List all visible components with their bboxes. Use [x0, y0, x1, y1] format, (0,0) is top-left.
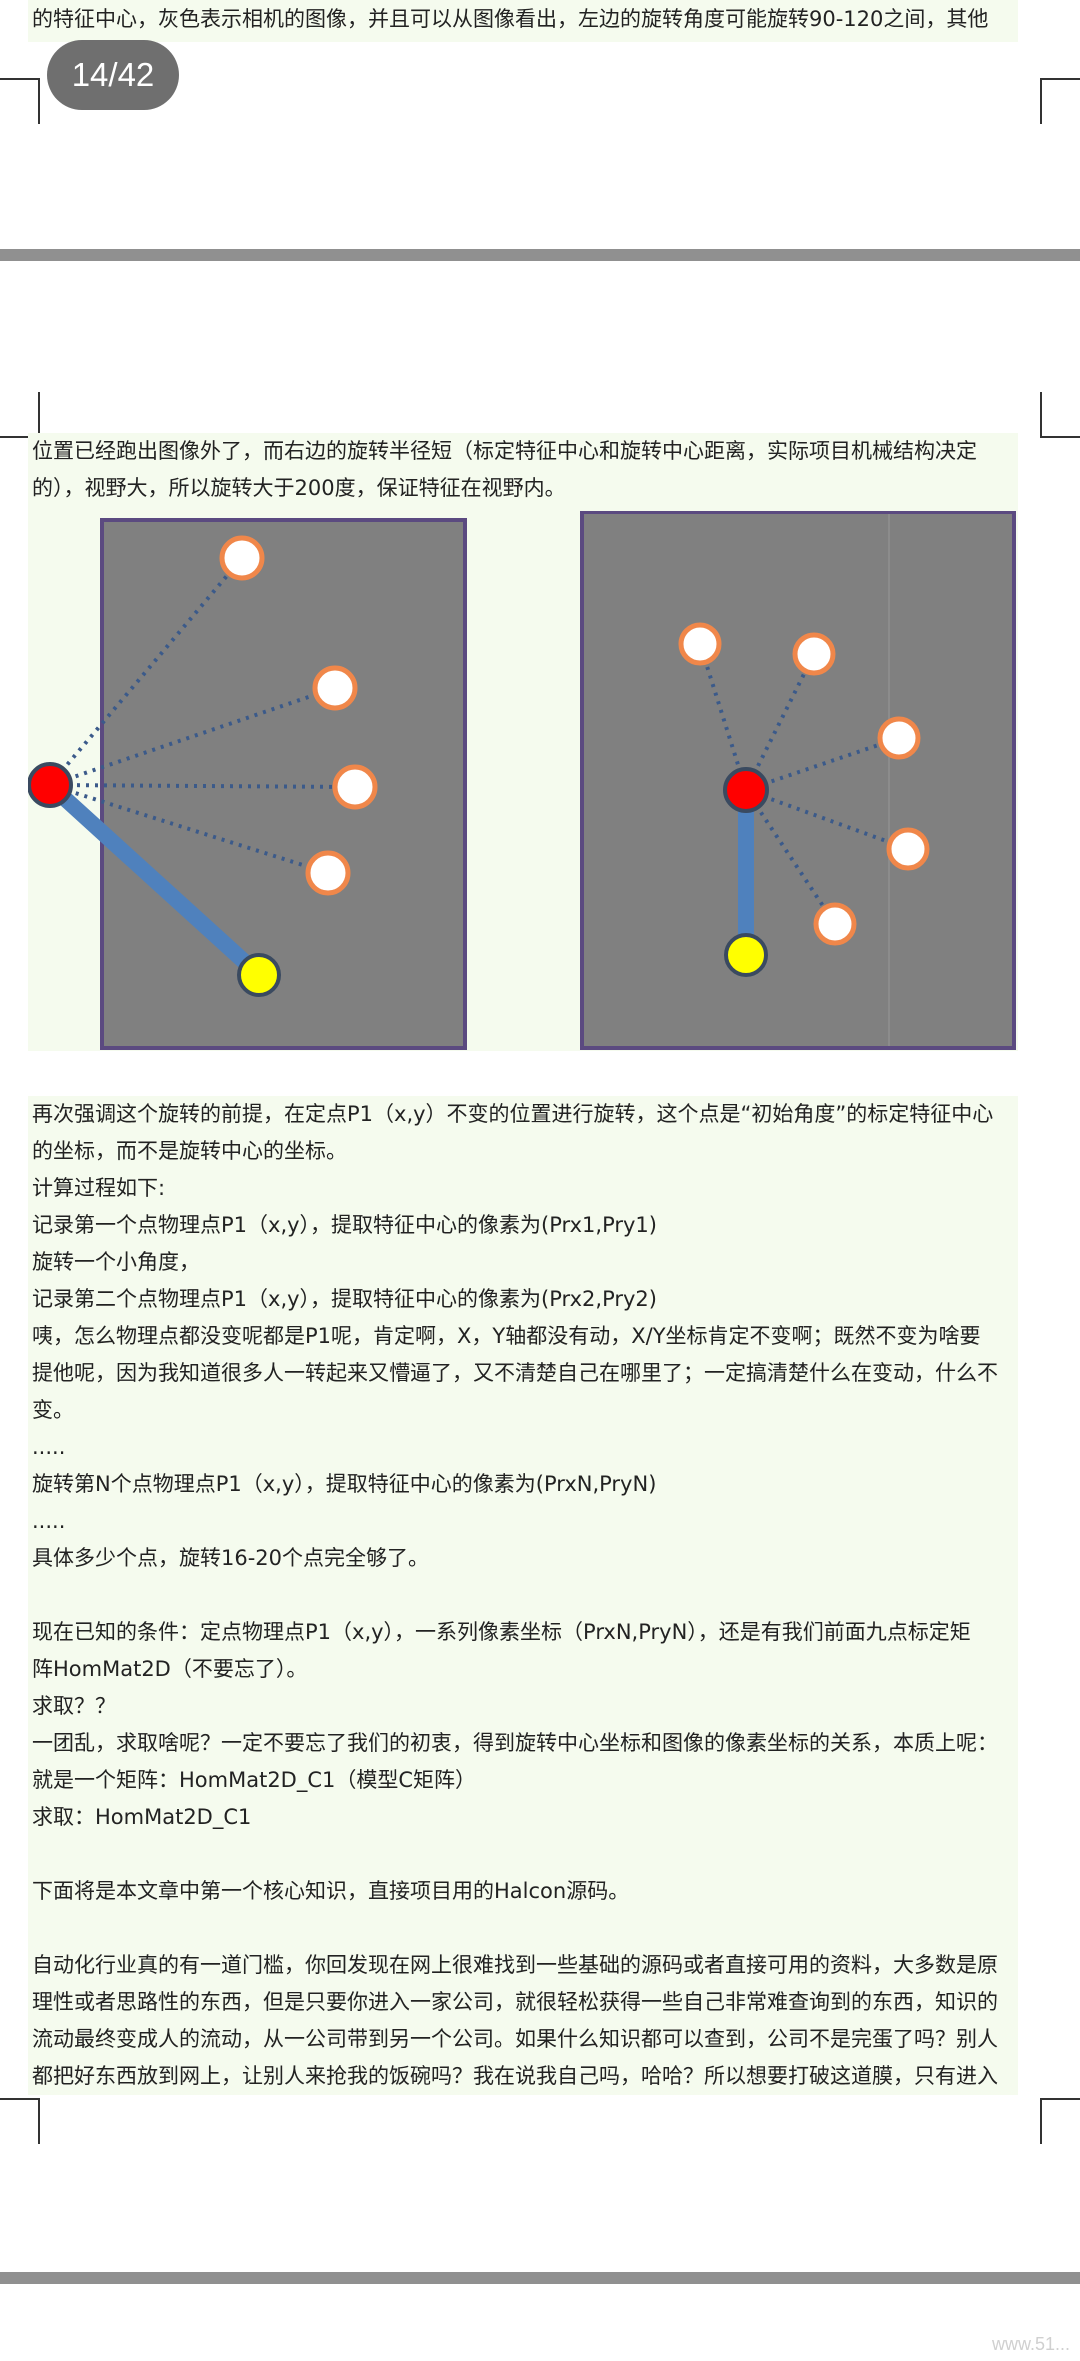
text-line: 现在已知的条件：定点物理点P1（x,y），一系列像素坐标（PrxN,PryN），… — [32, 1620, 971, 1644]
watermark: www.51... — [991, 2334, 1070, 2354]
camera-image-right — [580, 511, 1016, 1050]
left-feature-points — [219, 535, 378, 896]
text-line: ..... — [32, 1435, 66, 1459]
text-line: 求取：HomMat2D_C1 — [32, 1805, 252, 1829]
crop-mark — [1040, 2098, 1080, 2144]
text-line: ..... — [32, 1509, 66, 1533]
left-feature-center — [237, 953, 281, 997]
camera-image-left — [100, 518, 467, 1050]
text-line: 一团乱，求取啥呢？一定不要忘了我们的初衷，得到旋转中心坐标和图像的像素坐标的关系… — [32, 1731, 998, 1755]
left-dotted-lines — [48, 556, 356, 875]
text-line — [32, 1910, 1014, 1947]
rotation-diagram — [28, 511, 1016, 1050]
text-line: 的），视野大，所以旋转大于200度，保证特征在视野内。 — [32, 476, 566, 500]
text-line: 咦，怎么物理点都没变呢都是P1呢，肯定啊，X，Y轴都没有动，X/Y坐标肯定不变啊… — [32, 1324, 981, 1348]
right-rotation-center — [723, 767, 769, 813]
right-feature-points — [678, 622, 930, 946]
text-line: 提他呢，因为我知道很多人一转起来又懵逼了，又不清楚自己在哪里了；一定搞清楚什么在… — [32, 1361, 998, 1385]
text-line: 再次强调这个旋转的前提，在定点P1（x,y）不变的位置进行旋转，这个点是“初始角… — [32, 1102, 994, 1126]
text-line: 就是一个矩阵：HomMat2D_C1（模型C矩阵） — [32, 1768, 477, 1792]
crop-mark — [1040, 392, 1080, 438]
figure-area — [28, 511, 1018, 1051]
text-line: 记录第二个点物理点P1（x,y），提取特征中心的像素为(Prx2,Pry2) — [32, 1287, 657, 1311]
text-line: 旋转一个小角度， — [32, 1250, 200, 1274]
text-line: 位置已经跑出图像外了，而右边的旋转半径短（标定特征中心和旋转中心距离，实际项目机… — [32, 439, 977, 463]
crop-mark — [0, 2098, 40, 2144]
text-line: 具体多少个点，旋转16-20个点完全够了。 — [32, 1546, 430, 1570]
intro-paragraph: 位置已经跑出图像外了，而右边的旋转半径短（标定特征中心和旋转中心距离，实际项目机… — [28, 433, 1018, 511]
body-text: 再次强调这个旋转的前提，在定点P1（x,y）不变的位置进行旋转，这个点是“初始角… — [28, 1096, 1018, 2095]
text-line: 的坐标，而不是旋转中心的坐标。 — [32, 1139, 347, 1163]
right-feature-center — [724, 933, 768, 977]
page-indicator: 14/42 — [47, 40, 179, 110]
right-dotted-lines — [698, 643, 909, 926]
text-line: 都把好东西放到网上，让别人来抢我的饭碗吗？我在说我自己吗，哈哈？所以想要打破这道… — [32, 2064, 998, 2088]
text-line — [32, 1577, 1014, 1614]
text-line: 记录第一个点物理点P1（x,y），提取特征中心的像素为(Prx1,Pry1) — [32, 1213, 657, 1237]
text-line: 理性或者思路性的东西，但是只要你进入一家公司，就很轻松获得一些自己非常难查询到的… — [32, 1990, 998, 2014]
text-line: 下面将是本文章中第一个核心知识，直接项目用的Halcon源码。 — [32, 1879, 630, 1903]
page-separator — [0, 249, 1080, 261]
text-line: 的特征中心，灰色表示相机的图像，并且可以从图像看出，左边的旋转角度可能旋转90-… — [32, 7, 989, 31]
text-line: 自动化行业真的有一道门槛，你回发现在网上很难找到一些基础的源码或者直接可用的资料… — [32, 1953, 998, 1977]
text-line: 流动最终变成人的流动，从一公司带到另一个公司。如果什么知识都可以查到，公司不是完… — [32, 2027, 998, 2051]
page-separator — [0, 2272, 1080, 2284]
text-line: 阵HomMat2D（不要忘了）。 — [32, 1657, 308, 1681]
left-rotation-center — [28, 762, 73, 808]
left-rotation-arm — [44, 779, 265, 981]
text-line: 计算过程如下: — [32, 1176, 166, 1200]
crop-mark — [0, 78, 40, 124]
text-line — [32, 1836, 1014, 1873]
text-line: 变。 — [32, 1398, 74, 1422]
crop-mark — [1040, 78, 1080, 124]
top-text-line: 的特征中心，灰色表示相机的图像，并且可以从图像看出，左边的旋转角度可能旋转90-… — [28, 0, 1018, 42]
text-line: 旋转第N个点物理点P1（x,y），提取特征中心的像素为(PrxN,PryN) — [32, 1472, 657, 1496]
crop-mark — [0, 392, 40, 438]
text-line: 求取？？ — [32, 1694, 116, 1718]
